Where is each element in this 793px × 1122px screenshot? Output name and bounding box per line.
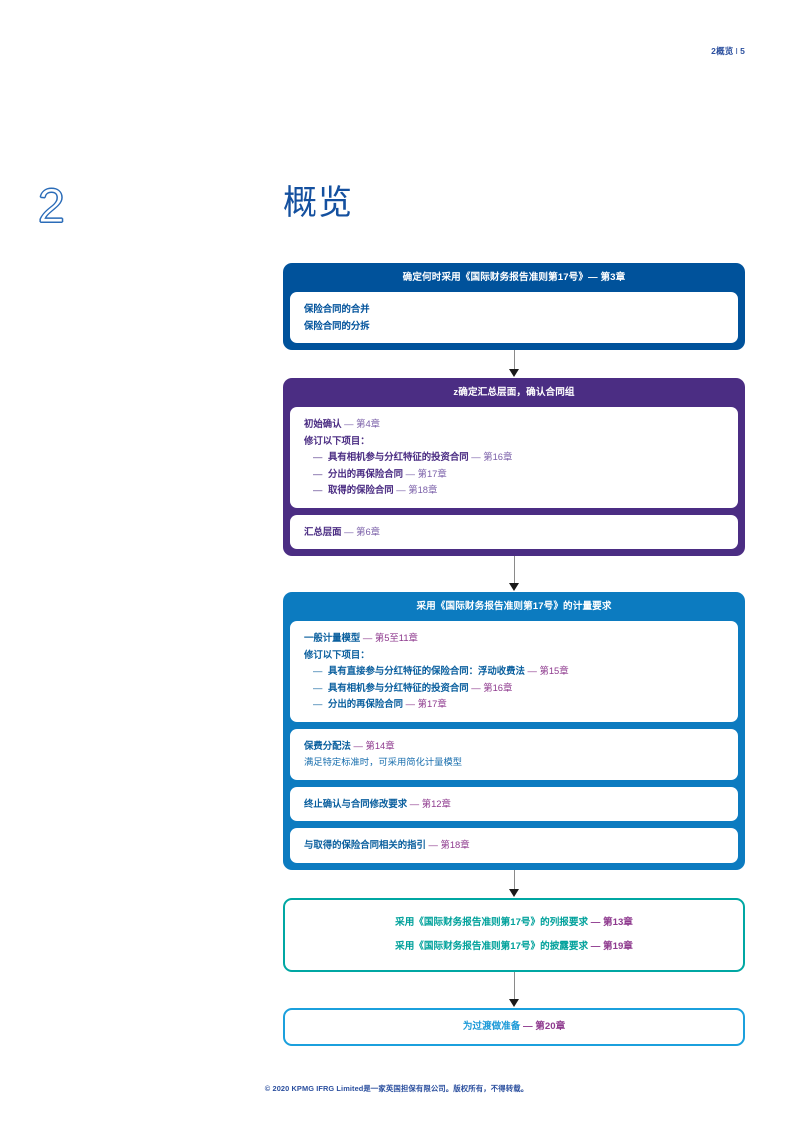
premium-allocation-label: 保费分配法 (304, 739, 354, 751)
measurement-bullet-3-dash: — (313, 698, 323, 709)
overview-flowchart: 确定何时采用《国际财务报告准则第17号》— 第3章 保险合同的合并 保险合同的分… (283, 263, 745, 1046)
aggregation-bullet-2: — 分出的再保险合同 — 第17章 (304, 466, 726, 483)
connector-4 (283, 971, 745, 1008)
connector-3-stem (513, 869, 515, 891)
measurement-line-modified-items: 修订以下项目： (304, 648, 370, 660)
disclosure-label: 采用《国际财务报告准则第17号》的披露要求 (395, 940, 591, 952)
header-chapter-label: 概览 (716, 46, 734, 56)
flow-node-transition: 为过渡做准备 — 第20章 (283, 1007, 745, 1046)
measurement-bullet-3-ref: — 第17章 (405, 698, 447, 709)
aggregation-initial-recognition-label: 初始确认 (304, 418, 345, 429)
flow-node-measurement-panel-2: 保费分配法 — 第14章 满足特定标准时，可采用简化计量模型 (290, 728, 738, 780)
flow-node-scope: 确定何时采用《国际财务报告准则第17号》— 第3章 保险合同的合并 保险合同的分… (283, 263, 745, 350)
acquired-contracts-row: 与取得的保险合同相关的指引 — 第18章 (304, 837, 726, 854)
aggregation-level-label: 汇总层面 (304, 525, 345, 537)
aggregation-bullet-1-dash: — (313, 451, 323, 462)
header-page-number: 5 (740, 46, 745, 56)
measurement-bullet-2: — 具有相机参与分红特征的投资合同 — 第16章 (304, 680, 726, 697)
transition-ref: — 第20章 (523, 1020, 566, 1032)
flow-node-aggregation-header: z确定汇总层面，确认合同组 (453, 387, 575, 398)
flow-node-measurement-panel-3: 终止确认与合同修改要求 — 第12章 (290, 786, 738, 821)
derecognition-ref: — 第12章 (409, 797, 451, 809)
flow-node-measurement-header: 采用《国际财务报告准则第17号》的计量要求 (416, 601, 612, 612)
aggregation-bullet-2-dash: — (313, 467, 323, 479)
flow-node-scope-header: 确定何时采用《国际财务报告准则第17号》— 第3章 (402, 272, 626, 283)
acquired-contracts-ref: — 第18章 (428, 839, 470, 850)
connector-1-stem (513, 350, 515, 371)
connector-4-stem (513, 971, 515, 1001)
measurement-bullet-3-label: 分出的再保险合同 (328, 698, 406, 709)
flow-node-aggregation-panel-2: 汇总层面 — 第6章 (290, 514, 738, 549)
aggregation-line-initial-recognition: 初始确认 — 第4章 (304, 416, 726, 433)
connector-3-arrowhead (509, 888, 519, 897)
transition-row: 为过渡做准备 — 第20章 (297, 1018, 731, 1036)
derecognition-row: 终止确认与合同修改要求 — 第12章 (304, 796, 726, 813)
presentation-ref: — 第13章 (590, 916, 633, 928)
aggregation-bullet-1-ref: — 第16章 (471, 451, 513, 462)
measurement-bullet-1-ref: — 第15章 (527, 665, 569, 676)
aggregation-initial-recognition-ref: — 第4章 (344, 418, 381, 429)
aggregation-bullet-3-label: 取得的保险合同 (328, 484, 397, 495)
measurement-bullet-2-label: 具有相机参与分红特征的投资合同 (328, 681, 472, 693)
header-separator: I (735, 46, 739, 56)
connector-1-arrowhead (509, 369, 519, 377)
page-footer: © 2020 KPMG IFRG Limited是一家英国担保有限公司。版权所有… (264, 1084, 529, 1093)
presentation-row: 采用《国际财务报告准则第17号》的列报要求 — 第13章 (297, 911, 731, 935)
measurement-bullet-2-ref: — 第16章 (471, 681, 513, 693)
flow-node-scope-row-2: 保险合同的分拆 (304, 319, 370, 331)
measurement-bullet-1-label: 具有直接参与分红特征的保险合同：浮动收费法 (328, 665, 528, 676)
flow-node-measurement: 采用《国际财务报告准则第17号》的计量要求 一般计量模型 — 第5至11章 修订… (283, 592, 745, 870)
measurement-bullet-2-dash: — (313, 681, 323, 693)
measurement-bullet-3: — 分出的再保险合同 — 第17章 (304, 696, 726, 713)
aggregation-level-row: 汇总层面 — 第6章 (304, 524, 726, 541)
connector-1 (283, 350, 745, 378)
measurement-line-general-model: 一般计量模型 — 第5至11章 (304, 630, 726, 647)
aggregation-level-ref: — 第6章 (344, 525, 381, 537)
flow-node-aggregation-panel-1: 初始确认 — 第4章 修订以下项目： — 具有相机参与分红特征的投资合同 — 第1… (290, 407, 738, 508)
transition-label: 为过渡做准备 (462, 1020, 524, 1032)
flow-node-scope-row-1: 保险合同的合并 (304, 303, 370, 314)
aggregation-bullet-2-ref: — 第17章 (405, 467, 447, 479)
measurement-bullet-1-dash: — (313, 665, 323, 676)
connector-2-arrowhead (509, 583, 519, 591)
aggregation-bullet-3-ref: — 第18章 (396, 484, 438, 495)
premium-allocation-subtext: 满足特定标准时，可采用简化计量模型 (304, 757, 463, 767)
connector-4-arrowhead (509, 998, 519, 1007)
aggregation-bullet-3-dash: — (313, 484, 323, 495)
connector-2 (283, 556, 745, 592)
acquired-contracts-label: 与取得的保险合同相关的指引 (304, 839, 429, 850)
flow-node-presentation-disclosure: 采用《国际财务报告准则第17号》的列报要求 — 第13章 采用《国际财务报告准则… (283, 897, 745, 972)
header-chapter-number: 2 (711, 46, 717, 56)
presentation-label: 采用《国际财务报告准则第17号》的列报要求 (395, 916, 591, 928)
aggregation-bullet-1: — 具有相机参与分红特征的投资合同 — 第16章 (304, 449, 726, 466)
connector-2-stem (513, 556, 515, 585)
flow-node-scope-panel: 保险合同的合并 保险合同的分拆 (290, 292, 738, 343)
disclosure-row: 采用《国际财务报告准则第17号》的披露要求 — 第19章 (297, 935, 731, 959)
measurement-bullet-1: — 具有直接参与分红特征的保险合同：浮动收费法 — 第15章 (304, 663, 726, 680)
aggregation-line-modified-items: 修订以下项目： (304, 434, 370, 446)
page-title: 概览 (283, 184, 353, 222)
aggregation-bullet-3: — 取得的保险合同 — 第18章 (304, 482, 726, 499)
measurement-general-model-ref: — 第5至11章 (362, 632, 418, 643)
derecognition-label: 终止确认与合同修改要求 (304, 797, 410, 809)
connector-3 (283, 869, 745, 898)
aggregation-bullet-2-label: 分出的再保险合同 (328, 467, 406, 479)
flow-node-measurement-panel-4: 与取得的保险合同相关的指引 — 第18章 (290, 828, 738, 863)
disclosure-ref: — 第19章 (590, 940, 633, 952)
aggregation-bullet-1-label: 具有相机参与分红特征的投资合同 (328, 451, 472, 462)
premium-allocation-row: 保费分配法 — 第14章 (304, 738, 726, 755)
measurement-general-model-label: 一般计量模型 (304, 632, 363, 643)
premium-allocation-ref: — 第14章 (353, 739, 395, 751)
flow-node-aggregation: z确定汇总层面，确认合同组 初始确认 — 第4章 修订以下项目： — 具有相机参与… (283, 378, 745, 556)
flow-node-measurement-panel-1: 一般计量模型 — 第5至11章 修订以下项目： — 具有直接参与分红特征的保险合同… (290, 621, 738, 722)
chapter-numeral: 2 (38, 180, 66, 233)
